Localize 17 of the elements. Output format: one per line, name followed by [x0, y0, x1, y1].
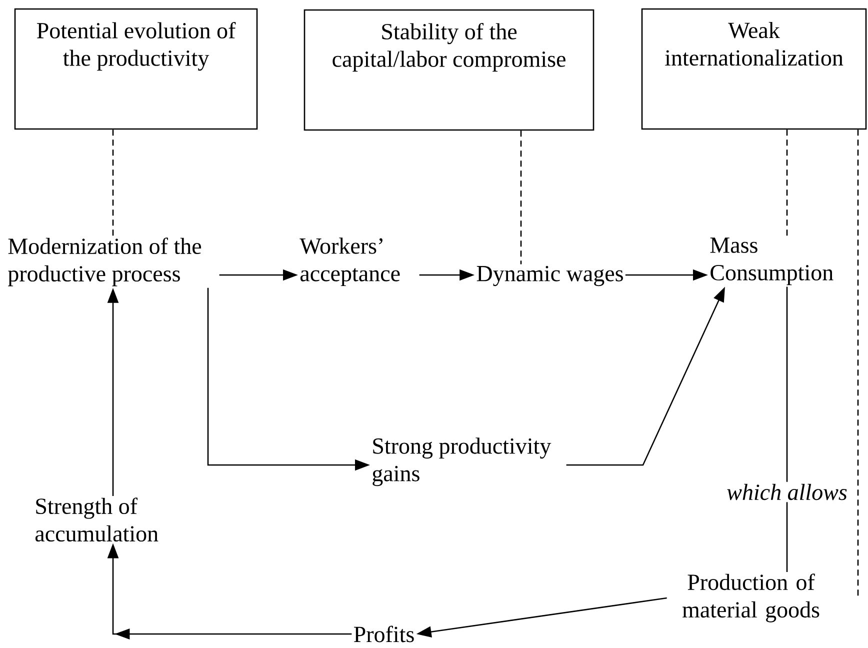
dashed-line [112, 130, 114, 236]
dashed-line [857, 130, 859, 598]
node-text: Strength of accumulation [35, 498, 158, 542]
node-text: Mass Consumption [710, 238, 834, 286]
node-text: Production of material goods [682, 574, 820, 622]
dashed-line [520, 130, 522, 264]
node-text: Strong productivity gains [372, 438, 552, 486]
node-text: Workers’ acceptance [300, 238, 400, 286]
text-box: Stability of the capital/labor compromise [304, 9, 594, 131]
dashed-line [786, 130, 788, 236]
node-text: Profits [354, 626, 414, 642]
node-text: Modernization of the productive process [8, 238, 202, 286]
edge-label: which allows [724, 482, 850, 502]
line [786, 286, 788, 572]
text-box: Weak internationalization [641, 8, 867, 130]
text-box: Potential evolution of the productivity [14, 8, 258, 130]
node-text: Dynamic wages [476, 266, 623, 286]
